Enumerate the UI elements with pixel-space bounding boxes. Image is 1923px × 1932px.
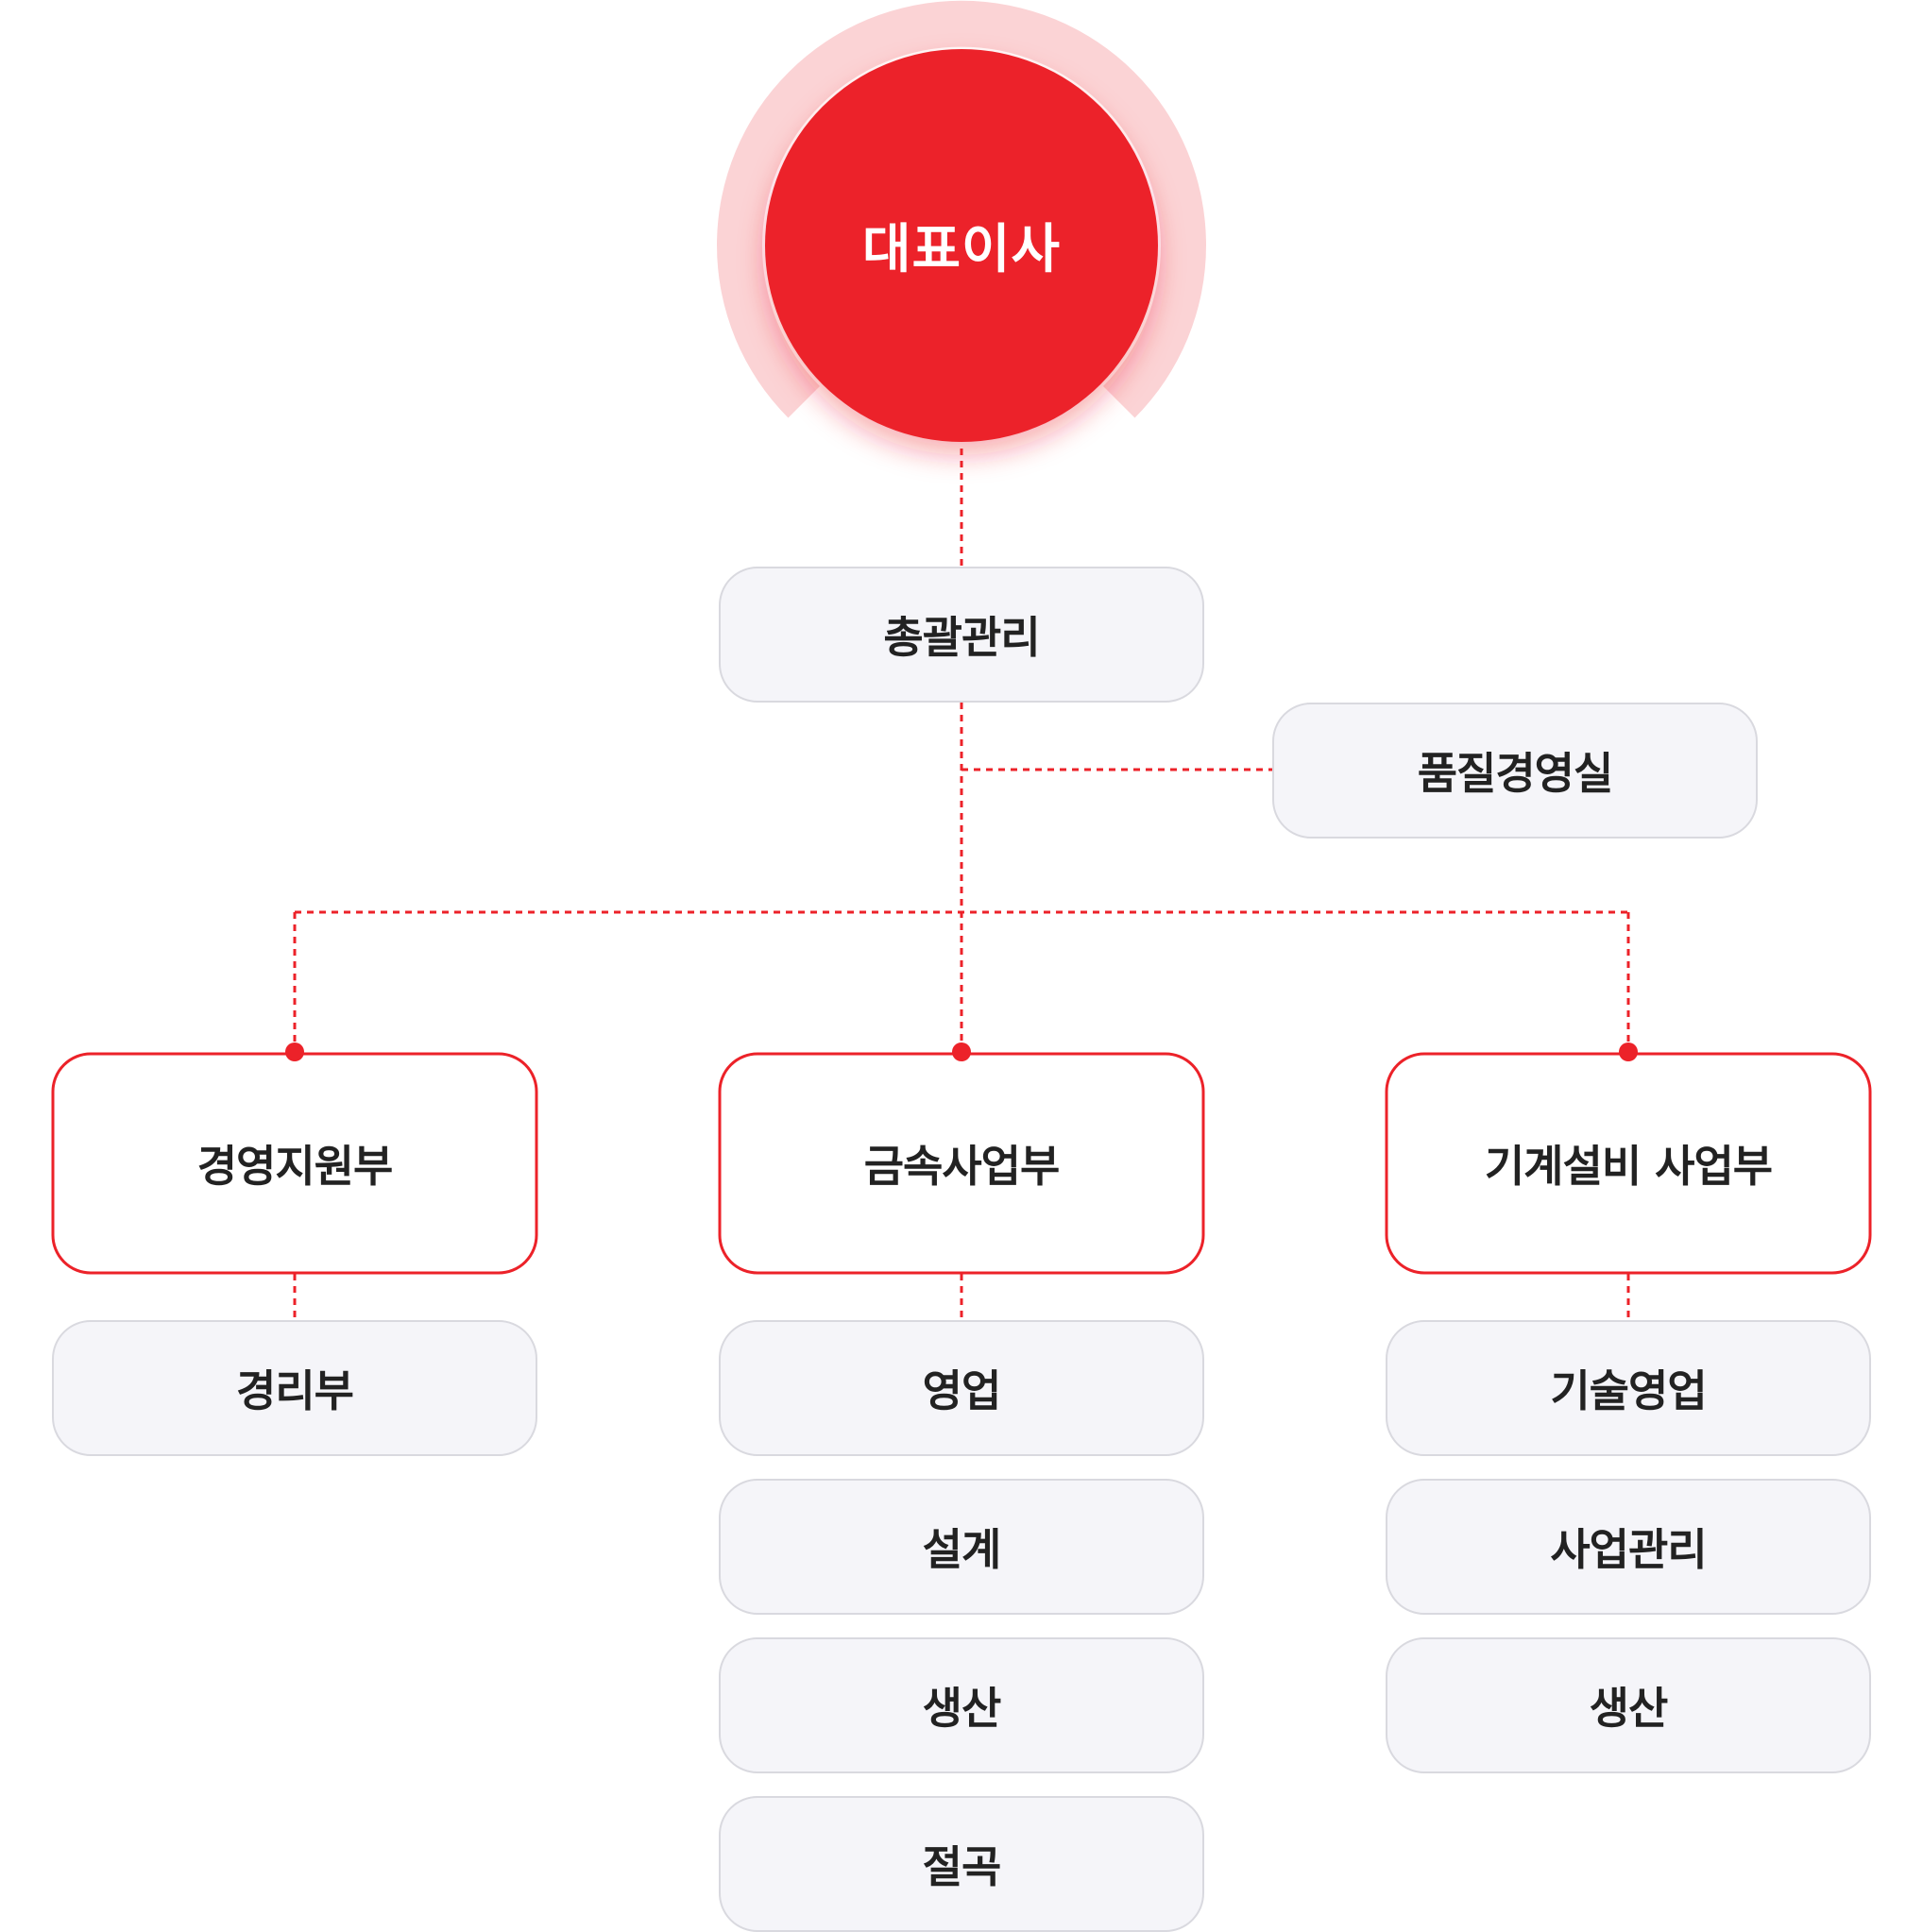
ceo-circle xyxy=(765,49,1158,442)
division-dot-1 xyxy=(285,1042,304,1061)
general-management-box xyxy=(719,567,1204,703)
division-box-1 xyxy=(51,1052,538,1275)
division-box-3 xyxy=(1385,1052,1872,1275)
ceo-halo-ring xyxy=(717,0,1206,418)
team-box-2-2 xyxy=(719,1479,1204,1615)
connectors xyxy=(293,449,1630,1320)
team-box-1-1 xyxy=(52,1320,537,1456)
team-box-2-1 xyxy=(719,1320,1204,1456)
division-dot-2 xyxy=(952,1042,971,1061)
division-box-2 xyxy=(718,1052,1205,1275)
team-box-3-2 xyxy=(1386,1479,1871,1615)
quality-office-box xyxy=(1272,703,1758,839)
team-box-2-3 xyxy=(719,1637,1204,1773)
team-box-2-4 xyxy=(719,1796,1204,1932)
team-box-3-1 xyxy=(1386,1320,1871,1456)
division-dot-3 xyxy=(1619,1042,1638,1061)
team-box-3-3 xyxy=(1386,1637,1871,1773)
